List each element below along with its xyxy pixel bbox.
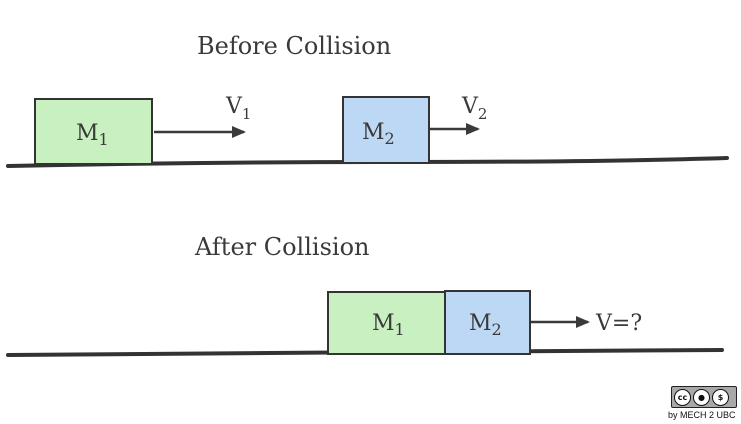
block-m1-after: M1 (327, 291, 446, 355)
block-m2-after: M2 (444, 290, 531, 355)
block-m1-after-label: M1 (372, 311, 405, 339)
block-m1-before: M1 (34, 98, 153, 165)
nc-icon: $ (712, 388, 729, 406)
velocity-label-v2: V2 (461, 94, 487, 123)
by-icon: ● (693, 388, 710, 406)
block-m2-after-label: M2 (469, 311, 502, 339)
block-m2-after-body (444, 290, 531, 355)
block-m2-before-body (342, 96, 430, 164)
velocity-label-final: V=? (595, 311, 642, 336)
after-collision-title: After Collision (194, 233, 369, 261)
credit-text: by MECH 2 UBC (668, 410, 736, 420)
before-collision-title: Before Collision (197, 32, 391, 60)
block-m2-before: M2 (342, 96, 430, 164)
block-m1-before-body (34, 98, 153, 165)
block-m1-before-label: M1 (76, 121, 109, 149)
cc-icon: cc (674, 388, 691, 406)
block-m2-before-label: M2 (362, 120, 395, 148)
velocity-label-v1: V1 (225, 94, 251, 123)
cc-license-badge[interactable]: cc ● $ (671, 386, 737, 408)
